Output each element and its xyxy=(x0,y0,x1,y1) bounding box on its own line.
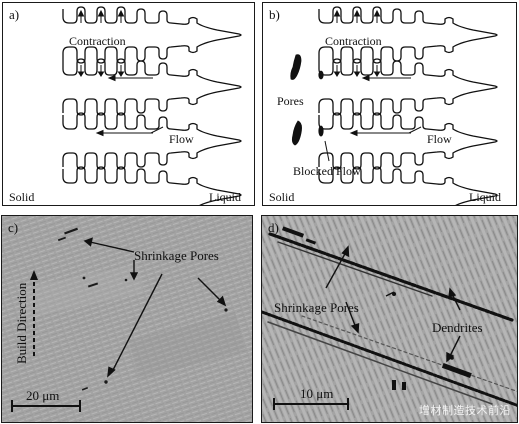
panel-b-label: b) xyxy=(269,7,280,22)
dendrite-row-1 xyxy=(318,6,498,64)
shrinkage-pores xyxy=(281,226,472,390)
panel-d-svg: d) Shrinkage Pores Dendrites 10 μm xyxy=(262,216,517,422)
dendrite-row-2 xyxy=(318,58,498,116)
shrinkage-pores-label: Shrinkage Pores xyxy=(134,248,219,263)
panel-c-svg: c) Shrinkage Pores Build Direction 20 μm xyxy=(2,216,252,422)
dendrite-row-3 xyxy=(318,112,498,170)
dendrite-row-2 xyxy=(62,58,242,116)
panel-b-svg: b) Contraction Pores Flow Blocked Flow S… xyxy=(269,6,501,205)
solid-label: Solid xyxy=(9,190,34,204)
scale-bar xyxy=(11,400,81,412)
panel-a-label: a) xyxy=(9,7,19,22)
panel-b-schematic: b) Contraction Pores Flow Blocked Flow S… xyxy=(262,2,517,206)
scale-bar-label: 20 μm xyxy=(26,388,59,403)
pore-large-upper xyxy=(290,54,302,80)
pore-bands xyxy=(262,232,517,407)
watermark-text: 增材制造技术前沿 xyxy=(419,404,511,417)
liquid-label: Liquid xyxy=(469,190,501,204)
shrinkage-pores-label: Shrinkage Pores xyxy=(274,300,359,315)
flow-label: Flow xyxy=(169,132,194,146)
liquid-label: Liquid xyxy=(209,190,241,204)
panel-a-svg: a) Contraction Flow Solid Liquid xyxy=(9,6,242,205)
build-direction-arrow xyxy=(30,270,38,356)
blocked-flow-label: Blocked Flow xyxy=(293,164,361,178)
panel-a-schematic: a) Contraction Flow Solid Liquid xyxy=(2,2,255,206)
panel-c-label: c) xyxy=(8,220,18,235)
contraction-label: Contraction xyxy=(325,34,382,48)
pores-label: Pores xyxy=(277,94,304,108)
dendrites-label: Dendrites xyxy=(432,320,483,335)
solid-label: Solid xyxy=(269,190,294,204)
build-direction-label: Build Direction xyxy=(14,282,29,364)
micrograph-texture xyxy=(262,216,517,422)
dendrite-row-1 xyxy=(62,6,242,64)
flow-label: Flow xyxy=(427,132,452,146)
dendrite-row-3 xyxy=(62,112,242,170)
pore-small xyxy=(318,70,324,80)
pore-small xyxy=(318,125,324,137)
panel-c-micrograph: c) Shrinkage Pores Build Direction 20 μm xyxy=(1,215,253,423)
scale-bar-label: 10 μm xyxy=(300,386,333,401)
panel-d-label: d) xyxy=(268,220,279,235)
panel-d-micrograph: d) Shrinkage Pores Dendrites 10 μm 增材制造技… xyxy=(261,215,518,423)
pore-large-lower xyxy=(291,120,302,146)
contraction-label: Contraction xyxy=(69,34,126,48)
scale-bar xyxy=(273,398,349,410)
shrinkage-pores xyxy=(57,227,228,391)
